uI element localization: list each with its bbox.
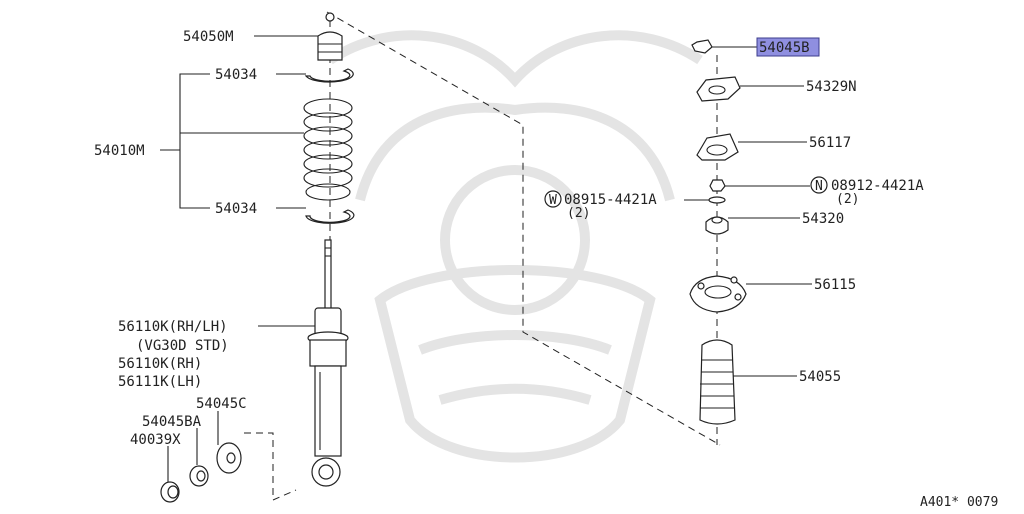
washer-54045c-shape bbox=[216, 442, 242, 474]
spring-seat-lower bbox=[305, 209, 355, 224]
label-56117[interactable]: 56117 bbox=[809, 135, 851, 151]
w-symbol: W bbox=[549, 193, 557, 208]
label-56110k-rh-lh[interactable]: 56110K(RH/LH) bbox=[118, 319, 228, 335]
label-54329n[interactable]: 54329N bbox=[806, 79, 857, 95]
insulator-shape bbox=[705, 216, 729, 235]
label-54055[interactable]: 54055 bbox=[799, 369, 841, 385]
label-56110k-rh[interactable]: 56110K(RH) bbox=[118, 356, 202, 372]
strut-mount-shape bbox=[696, 133, 739, 161]
label-54320[interactable]: 54320 bbox=[802, 211, 844, 227]
bump-stopper bbox=[317, 12, 343, 61]
label-40039x[interactable]: 40039X bbox=[130, 432, 181, 448]
bushing-shape bbox=[189, 465, 209, 487]
lower-mount-shape bbox=[689, 275, 747, 313]
washer-w-shape bbox=[708, 196, 726, 204]
shock-absorber bbox=[307, 239, 349, 487]
nut-n-shape bbox=[709, 179, 726, 192]
label-54010m[interactable]: 54010M bbox=[94, 143, 145, 159]
label-08915-qty: (2) bbox=[567, 206, 590, 221]
label-56111k-lh[interactable]: 56111K(LH) bbox=[118, 374, 202, 390]
label-56115[interactable]: 56115 bbox=[814, 277, 856, 293]
label-54050m[interactable]: 54050M bbox=[183, 29, 234, 45]
nut-40039x-shape bbox=[160, 481, 180, 503]
diagram-code: A401* 0079 bbox=[920, 495, 998, 510]
label-54034-lower[interactable]: 54034 bbox=[215, 201, 257, 217]
dust-boot-shape bbox=[699, 339, 736, 425]
label-54045ba[interactable]: 54045BA bbox=[142, 414, 202, 430]
mount-plate-shape bbox=[696, 76, 741, 102]
n-symbol: N bbox=[815, 179, 823, 194]
leader-lines bbox=[160, 35, 812, 482]
coil-spring bbox=[303, 98, 353, 201]
label-08912-4421a[interactable]: 08912-4421A bbox=[831, 178, 924, 194]
label-08912-qty: (2) bbox=[836, 192, 859, 207]
n-symbol-circle bbox=[810, 176, 828, 194]
watermark-emblem bbox=[327, 30, 703, 463]
label-54045c[interactable]: 54045C bbox=[196, 396, 247, 412]
label-54034-upper[interactable]: 54034 bbox=[215, 67, 257, 83]
top-nut-shape bbox=[691, 39, 713, 54]
label-vg30d-note: (VG30D STD) bbox=[136, 338, 229, 354]
label-54045b[interactable]: 54045B bbox=[759, 40, 810, 56]
spring-seat-upper bbox=[304, 68, 354, 83]
label-08915-4421a[interactable]: 08915-4421A bbox=[564, 192, 657, 208]
highlight-54045b bbox=[756, 37, 820, 57]
w-symbol-circle bbox=[544, 190, 562, 208]
